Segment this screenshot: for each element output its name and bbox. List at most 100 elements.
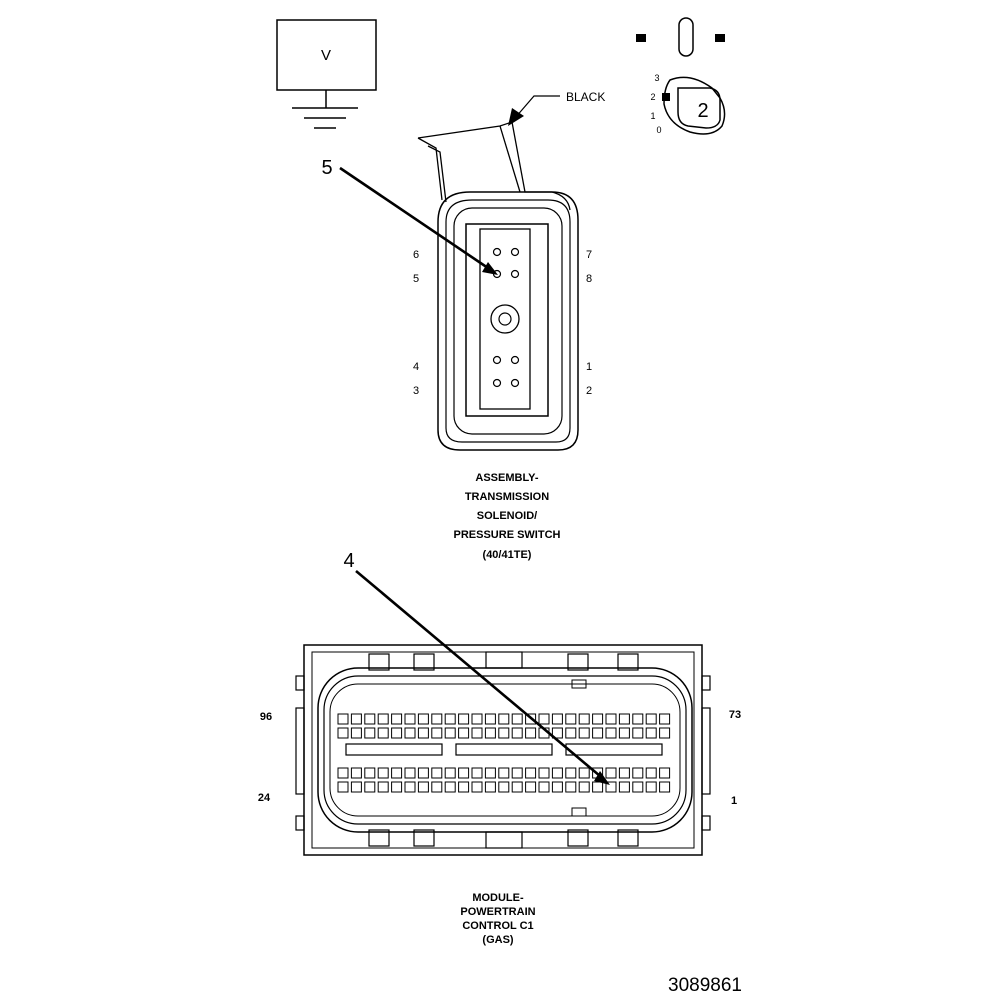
pin-hole-6 [492, 247, 502, 257]
pin-cavity [337, 727, 349, 739]
pin-hole-3 [492, 378, 502, 388]
pin-cavity [578, 727, 590, 739]
pcm-connector-title: MODULE- POWERTRAIN CONTROL C1 (GAS) [460, 892, 535, 946]
callout-5-label: 5 [321, 157, 332, 179]
pin-cavity [645, 727, 657, 739]
pin-cavity [337, 713, 349, 725]
svg-text:TRANSMISSION: TRANSMISSION [465, 491, 549, 503]
pin-cavity [578, 781, 590, 793]
pcm-pin-label-1: 1 [731, 795, 737, 807]
pin-hole-7 [510, 247, 520, 257]
pin-cavity [525, 767, 537, 779]
pin-cavity [404, 781, 416, 793]
pin-cavity [337, 767, 349, 779]
pcm-pin-label-73: 73 [729, 709, 741, 721]
pin-cavity [471, 727, 483, 739]
pin-cavity [417, 727, 429, 739]
pin-label-4: 4 [413, 361, 419, 373]
pin-cavity [417, 767, 429, 779]
pin-cavity [498, 727, 510, 739]
pin-cavity [350, 727, 362, 739]
callout-4: 4 [343, 550, 610, 785]
pin-cavity [645, 781, 657, 793]
pin-cavity [632, 767, 644, 779]
pin-cavity [444, 781, 456, 793]
pin-cavity [565, 713, 577, 725]
pin-cavity [484, 727, 496, 739]
pin-cavity [538, 781, 550, 793]
pin-label-2: 2 [586, 385, 592, 397]
switch-position-3: 3 [654, 73, 659, 83]
pin-cavity [605, 713, 617, 725]
pin-cavity [592, 727, 604, 739]
pin-cavity [565, 727, 577, 739]
svg-text:MODULE-: MODULE- [472, 892, 524, 904]
pcm-pin-label-24: 24 [258, 792, 271, 804]
pin-cavity [484, 781, 496, 793]
svg-text:ASSEMBLY-: ASSEMBLY- [475, 472, 539, 484]
pin-cavity [578, 767, 590, 779]
pin-cavity [444, 713, 456, 725]
pin-cavity [391, 713, 403, 725]
switch-position-2: 2 [650, 92, 655, 102]
pin-cavity [498, 713, 510, 725]
pin-cavity [350, 713, 362, 725]
pin-cavity [350, 781, 362, 793]
pin-cavity [551, 767, 563, 779]
pin-cavity [605, 767, 617, 779]
pin-cavity [498, 781, 510, 793]
pin-cavity [618, 767, 630, 779]
pin-cavity [458, 713, 470, 725]
solenoid-connector-title: ASSEMBLY- TRANSMISSION SOLENOID/ PRESSUR… [454, 472, 561, 561]
pin-cavity [551, 727, 563, 739]
pin-cavity [525, 713, 537, 725]
connector-color-callout: BLACK [508, 90, 605, 126]
pin-cavity [659, 781, 671, 793]
pin-cavity [377, 727, 389, 739]
pin-cavity [538, 767, 550, 779]
pin-cavity [618, 781, 630, 793]
svg-text:SOLENOID/: SOLENOID/ [477, 510, 538, 522]
center-post [490, 304, 520, 334]
pin-hole-2 [510, 378, 520, 388]
pin-cavity [592, 713, 604, 725]
pin-cavity [458, 767, 470, 779]
svg-text:PRESSURE SWITCH: PRESSURE SWITCH [454, 529, 561, 541]
pin-cavity [632, 781, 644, 793]
pin-cavity [659, 767, 671, 779]
pin-cavity [659, 727, 671, 739]
pin-hole-1 [510, 355, 520, 365]
pin-cavity [471, 713, 483, 725]
pin-cavity [377, 713, 389, 725]
pin-cavity [391, 781, 403, 793]
pin-cavity [645, 713, 657, 725]
pin-cavity [538, 713, 550, 725]
pin-label-6: 6 [413, 249, 419, 261]
pin-cavity [391, 767, 403, 779]
pin-cavity [484, 713, 496, 725]
callout-4-label: 4 [343, 550, 354, 572]
pin-cavity [364, 727, 376, 739]
pin-cavity [498, 767, 510, 779]
pin-hole-4 [492, 355, 502, 365]
arrow-icon [594, 771, 610, 785]
pin-label-5: 5 [413, 273, 419, 285]
pin-cavity [377, 767, 389, 779]
pin-cavity [431, 713, 443, 725]
pin-cavity [350, 767, 362, 779]
switch-position-0: 0 [656, 125, 661, 135]
pin-cavity [431, 781, 443, 793]
voltmeter: V [276, 19, 377, 129]
pin-hole-8 [510, 269, 520, 279]
pin-cavity [364, 781, 376, 793]
pin-cavity [605, 781, 617, 793]
pin-cavity [551, 713, 563, 725]
pin-cavity [337, 781, 349, 793]
pin-label-7: 7 [586, 249, 592, 261]
pin-cavity [484, 767, 496, 779]
pin-cavity [391, 727, 403, 739]
pin-label-3: 3 [413, 385, 419, 397]
pin-cavity [525, 727, 537, 739]
pin-cavity [525, 781, 537, 793]
pin-cavity [645, 767, 657, 779]
